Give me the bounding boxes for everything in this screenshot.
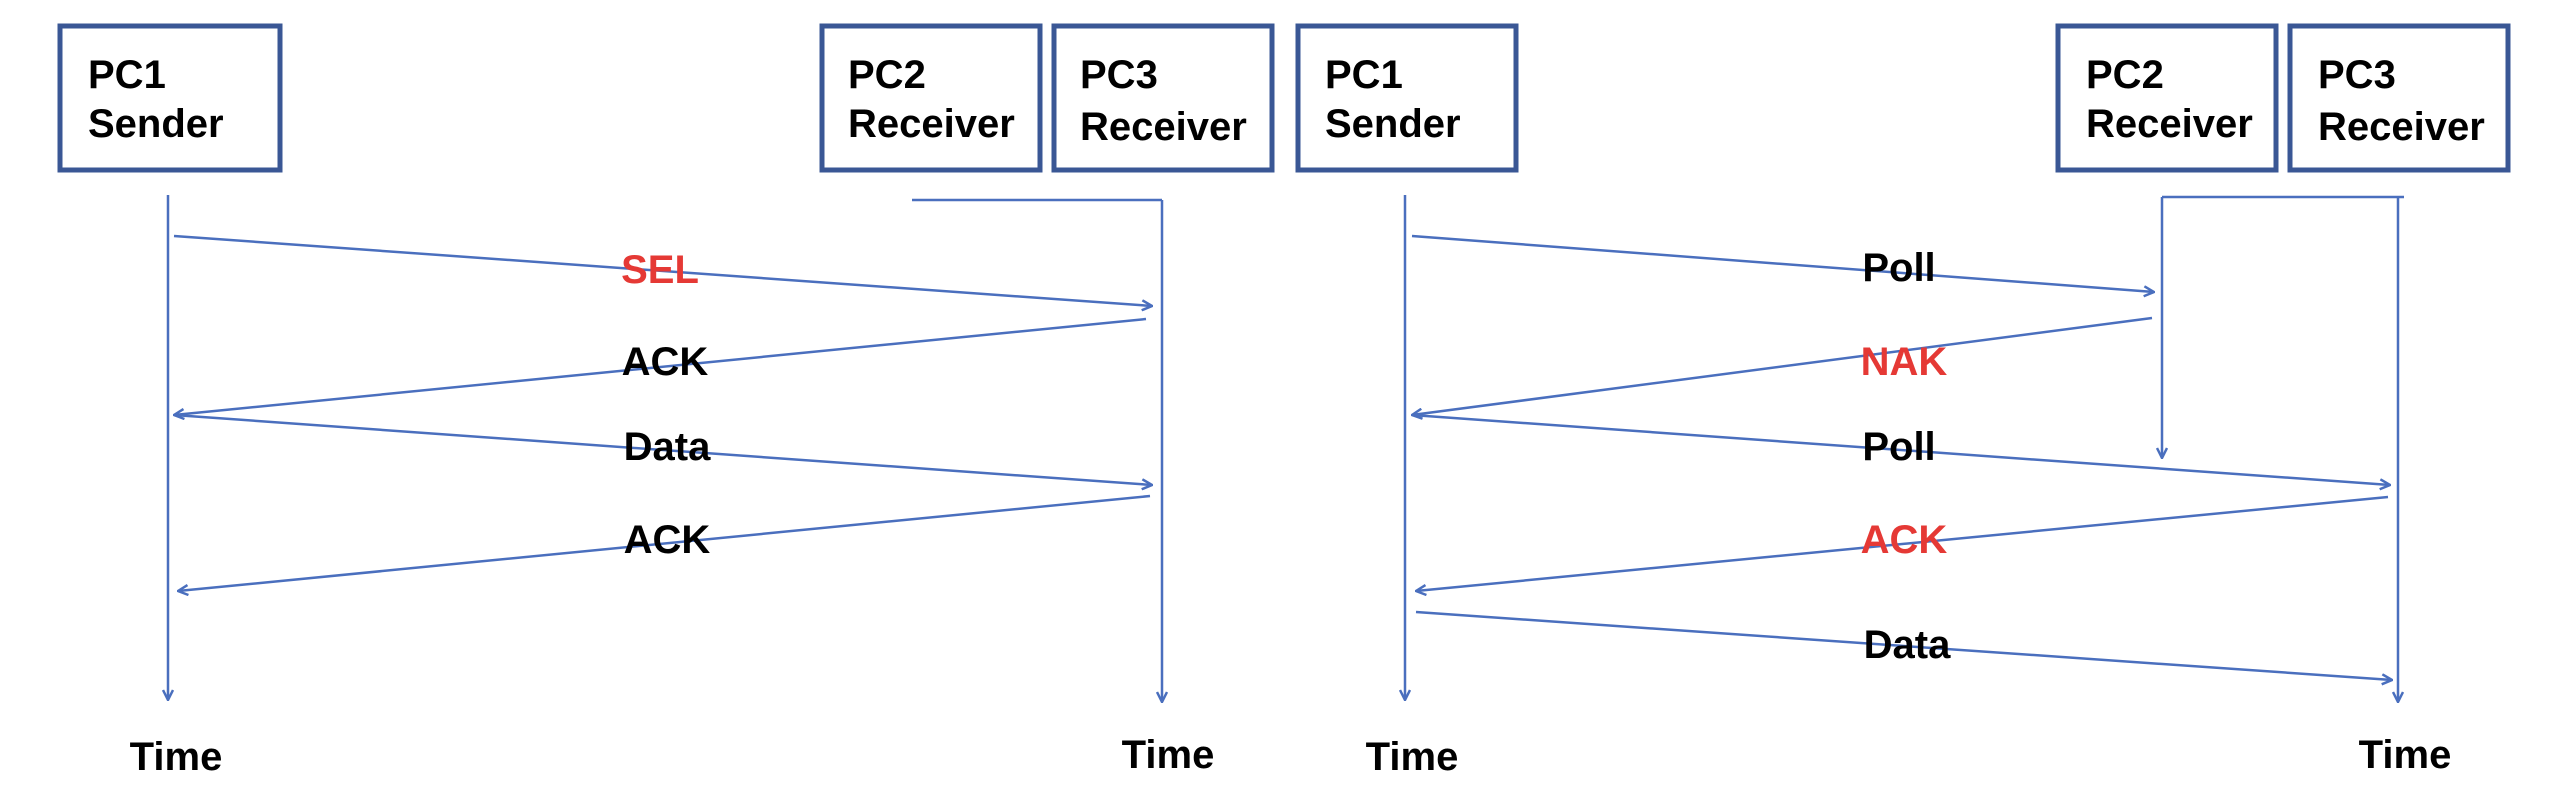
- right-msg-3-arrow: [1411, 413, 2390, 485]
- box-name: PC1: [1325, 53, 1403, 97]
- left-msg-1-arrow: [173, 234, 1152, 306]
- right-msg-2-label: NAK: [1861, 340, 1948, 384]
- right-msg-4-label: ACK: [1861, 518, 1948, 562]
- box-name: PC3: [1080, 53, 1158, 97]
- left-msg-2-label: ACK: [622, 340, 709, 384]
- left-msg-3-label: Data: [624, 425, 711, 469]
- box-role: Sender: [1325, 102, 1461, 146]
- left-msg-2-arrow: [174, 317, 1147, 415]
- left-pc1-box: PC1 Sender: [57, 23, 283, 173]
- right-msg-2-arrow: [1412, 316, 2153, 415]
- left-msg-4-arrow: [178, 494, 1151, 591]
- right-pc3-box: PC3 Receiver: [2287, 23, 2511, 173]
- right-time-label-pc1: Time: [1366, 735, 1459, 779]
- right-msg-5-arrow: [1415, 610, 2392, 680]
- box-role: Receiver: [848, 102, 1015, 146]
- left-msg-3-arrow: [173, 413, 1152, 485]
- left-pc2-box: PC2 Receiver: [819, 23, 1043, 173]
- box-role: Receiver: [2318, 105, 2485, 149]
- box-name: PC2: [848, 53, 926, 97]
- box-name: PC3: [2318, 53, 2396, 97]
- left-msg-1-label: SEL: [621, 248, 699, 292]
- right-time-label-pc3: Time: [2359, 733, 2452, 777]
- right-pc1-box: PC1 Sender: [1295, 23, 1519, 173]
- box-role: Receiver: [1080, 105, 1247, 149]
- right-msg-1-label: Poll: [1862, 246, 1935, 290]
- right-pc2-box: PC2 Receiver: [2055, 23, 2279, 173]
- right-msg-1-arrow: [1411, 234, 2154, 292]
- left-time-label-pc1: Time: [130, 735, 223, 779]
- box-name: PC2: [2086, 53, 2164, 97]
- left-time-label-pc3: Time: [1122, 733, 1215, 777]
- left-diagram: PC1 Sender PC2 Receiver PC3 Receiver SEL…: [57, 23, 1275, 779]
- box-role: Receiver: [2086, 102, 2253, 146]
- box-role: Sender: [88, 102, 224, 146]
- left-pc3-box: PC3 Receiver: [1051, 23, 1275, 173]
- right-msg-5-label: Data: [1864, 623, 1951, 667]
- right-msg-3-label: Poll: [1862, 425, 1935, 469]
- box-name: PC1: [88, 53, 166, 97]
- right-diagram: PC1 Sender PC2 Receiver PC3 Receiver Pol…: [1295, 23, 2511, 779]
- left-msg-4-label: ACK: [624, 518, 711, 562]
- right-msg-4-arrow: [1416, 495, 2389, 591]
